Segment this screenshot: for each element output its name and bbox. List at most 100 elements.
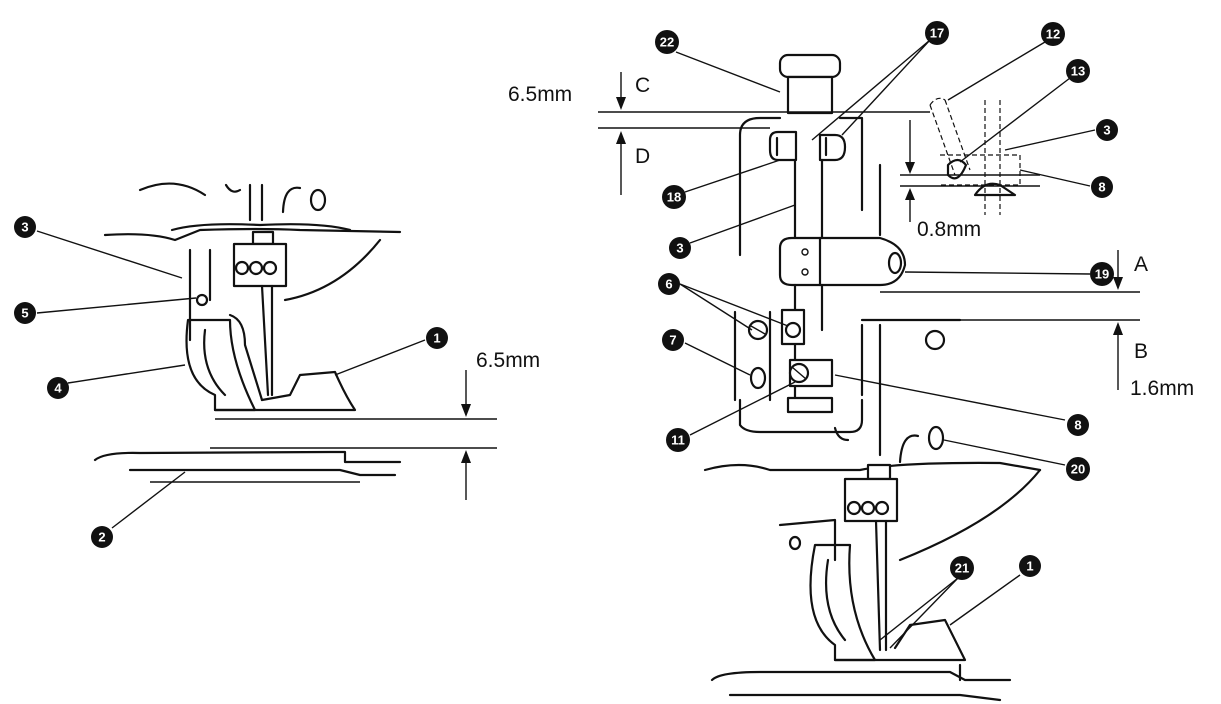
right-bar-cap xyxy=(778,53,842,79)
letter-c: C xyxy=(635,74,650,97)
badge-13: 13 xyxy=(1066,59,1090,83)
right-foot-shank xyxy=(809,543,877,662)
badge-5-left: 5 xyxy=(14,302,36,324)
right-guide-dot-1 xyxy=(801,248,809,256)
badge-7: 7 xyxy=(662,329,684,351)
badge-21: 21 xyxy=(950,556,974,580)
badge-19: 19 xyxy=(1090,262,1114,286)
leader-8-right xyxy=(834,374,1066,421)
inset-bar-dashed xyxy=(984,100,1001,215)
right-hook-mark xyxy=(898,434,920,464)
svg-text:21: 21 xyxy=(955,561,969,576)
inset-arrowhead-bottom xyxy=(905,188,915,200)
leader-12 xyxy=(947,41,1046,101)
svg-text:4: 4 xyxy=(54,381,62,396)
left-clamp-screw-1 xyxy=(234,260,250,276)
left-screw-hole xyxy=(309,188,327,212)
svg-text:19: 19 xyxy=(1095,267,1109,282)
svg-text:11: 11 xyxy=(671,433,685,448)
badge-3-right: 3 xyxy=(669,237,691,259)
inset-arrowhead-top xyxy=(905,162,915,174)
leader-11 xyxy=(689,381,796,436)
letter-b: B xyxy=(1134,340,1148,363)
left-foot-inner xyxy=(203,328,227,397)
right-foot-inner xyxy=(825,558,847,642)
right-guide-dot-2 xyxy=(801,268,809,276)
badge-8-right: 8 xyxy=(1067,414,1089,436)
leader-3-left xyxy=(36,230,183,279)
leader-1-left xyxy=(334,339,426,376)
inset-dim-label: 0.8mm xyxy=(917,218,981,241)
leader-20 xyxy=(943,439,1066,466)
left-plate-bottom xyxy=(128,468,397,477)
letter-a: A xyxy=(1134,253,1148,276)
right-clamp-screw-2 xyxy=(860,500,876,516)
svg-text:6: 6 xyxy=(665,277,672,292)
leader-17a xyxy=(811,39,931,141)
right-frame-bottom xyxy=(738,398,864,434)
right-hole-7 xyxy=(749,366,767,390)
svg-text:18: 18 xyxy=(667,190,681,205)
leader-7 xyxy=(684,342,751,376)
left-bar-screw xyxy=(195,293,209,307)
left-hook xyxy=(281,186,302,214)
badge-3-left: 3 xyxy=(14,216,36,238)
leader-17b xyxy=(841,39,931,136)
svg-text:20: 20 xyxy=(1071,462,1085,477)
badge-4-left: 4 xyxy=(47,377,69,399)
left-arm-curve xyxy=(283,238,382,302)
svg-text:5: 5 xyxy=(21,306,28,321)
right-plate-bottom xyxy=(728,693,1002,702)
inset-collar-solid xyxy=(973,182,1017,197)
badge-17: 17 xyxy=(925,21,949,45)
left-face xyxy=(170,223,352,232)
svg-text:22: 22 xyxy=(660,35,674,50)
left-dim-label: 6.5mm xyxy=(476,349,540,372)
leader-3-right xyxy=(689,204,796,244)
badge-1-right: 1 xyxy=(1019,555,1041,577)
svg-text:3: 3 xyxy=(676,241,683,256)
leader-8-inset xyxy=(1019,169,1091,187)
left-foot-guide xyxy=(228,313,264,402)
left-dim-arrowhead-top xyxy=(461,404,471,417)
right-guide-screw xyxy=(887,251,903,275)
right-screw-6a-slot xyxy=(750,325,766,335)
left-bed-line xyxy=(103,227,402,242)
left-needle xyxy=(260,284,274,397)
top-arrowhead-c xyxy=(616,97,626,110)
right-arm-curve xyxy=(898,468,1042,562)
badge-18: 18 xyxy=(662,185,686,209)
top-arrowhead-d xyxy=(616,131,626,144)
right-screw-17b xyxy=(818,133,847,162)
right-head-mark xyxy=(833,426,850,442)
right-needle xyxy=(874,519,888,652)
svg-text:17: 17 xyxy=(930,26,944,41)
svg-text:8: 8 xyxy=(1098,180,1105,195)
leader-5-left xyxy=(36,297,197,314)
leader-2-left xyxy=(111,471,186,529)
svg-text:13: 13 xyxy=(1071,64,1085,79)
right-foot-sole xyxy=(833,618,967,662)
svg-text:3: 3 xyxy=(21,220,28,235)
right-foot-bar xyxy=(778,518,837,562)
ab-dim-label: 1.6mm xyxy=(1130,377,1194,400)
right-screw-6b xyxy=(784,321,802,339)
right-screw-11-slot xyxy=(791,366,807,380)
leader-22 xyxy=(675,51,781,93)
svg-text:8: 8 xyxy=(1074,418,1081,433)
right-bed-line xyxy=(703,461,1042,472)
left-foot-sole xyxy=(213,370,357,412)
inset-collar-dashed xyxy=(940,154,1021,186)
left-bar-collar xyxy=(251,230,275,246)
badge-3-inset: 3 xyxy=(1096,119,1118,141)
right-bar-top xyxy=(786,75,834,115)
badge-8-inset: 8 xyxy=(1091,176,1113,198)
right-frame-right xyxy=(838,116,864,212)
left-plate-top xyxy=(93,450,402,464)
badge-11: 11 xyxy=(666,428,690,452)
badge-12: 12 xyxy=(1041,22,1065,46)
svg-text:2: 2 xyxy=(98,530,105,545)
arrowhead-b xyxy=(1113,322,1123,335)
leader-21b xyxy=(889,577,959,649)
